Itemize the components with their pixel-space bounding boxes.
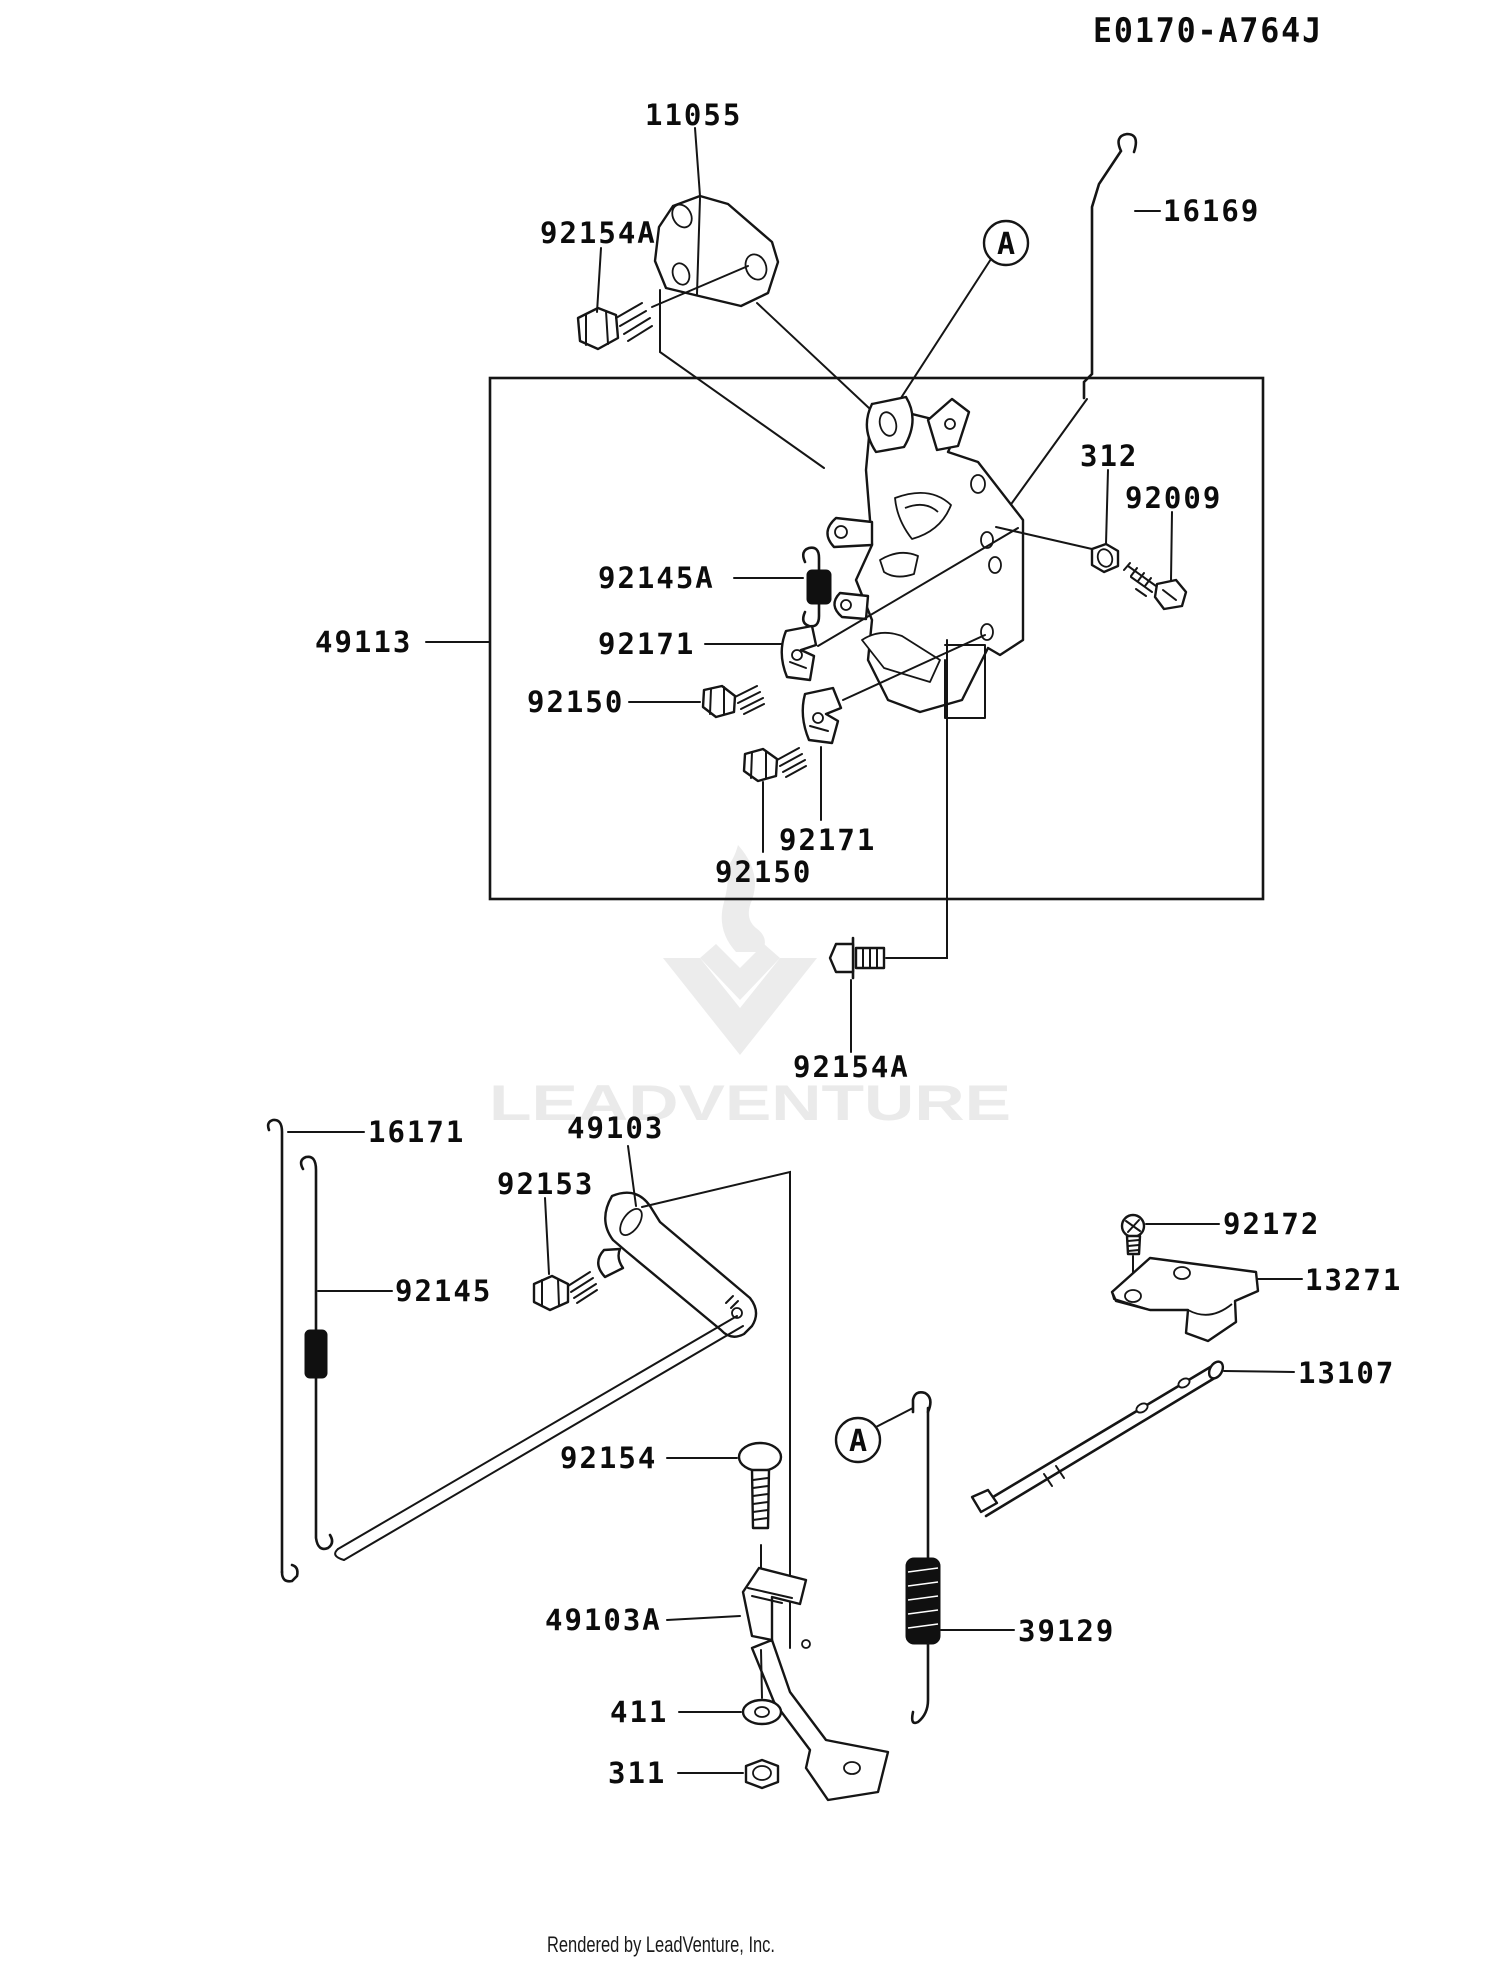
part-92153-bolt: [532, 1271, 598, 1312]
assembly-line-2: [659, 351, 825, 469]
part-39129-spring: [905, 1391, 941, 1725]
svg-text:A: A: [997, 227, 1015, 262]
leader-marker-a-lower: [875, 1407, 914, 1428]
part-49103a-bracket: [741, 1566, 890, 1802]
label-13271: 13271: [1305, 1263, 1402, 1297]
label-92154a-middle: 92154A: [793, 1050, 910, 1084]
part-92150-bolt-2: [742, 747, 807, 783]
leader-marker-a-upper: [887, 258, 992, 419]
label-49113: 49113: [315, 625, 412, 659]
label-92145: 92145: [395, 1274, 492, 1308]
part-16169-wire: [1082, 132, 1138, 400]
leader-13107: [1223, 1370, 1295, 1373]
label-16171: 16171: [368, 1115, 465, 1149]
leader-49103: [627, 1145, 637, 1207]
part-312-nut: [1090, 542, 1120, 574]
leader-92009: [1170, 511, 1173, 581]
label-13107: 13107: [1298, 1356, 1395, 1390]
part-311-nut: [744, 1758, 780, 1790]
part-92154a-bolt-top: [576, 302, 653, 351]
label-92171-1: 92171: [598, 627, 695, 661]
label-49103: 49103: [567, 1111, 664, 1145]
label-311: 311: [608, 1756, 666, 1790]
label-92150-1: 92150: [527, 685, 624, 719]
leader-92154a-top-label: [596, 247, 602, 313]
part-411-washer: [741, 1649, 783, 1726]
label-411: 411: [610, 1695, 668, 1729]
part-92171-clamp-2: [801, 686, 843, 745]
label-92154a-top: 92154A: [540, 216, 657, 250]
leader-clamp1-line: [817, 527, 1019, 647]
label-92154: 92154: [560, 1441, 657, 1475]
leader-plate-to-clamp2: [842, 634, 986, 701]
svg-text:A: A: [849, 1424, 867, 1459]
part-92150-bolt-1: [701, 684, 765, 719]
panel-guide-line: [641, 1170, 791, 1649]
leader-92153: [544, 1197, 550, 1275]
page-title: E0170-A764J: [1093, 11, 1323, 51]
detail-marker-a-upper: A: [982, 219, 1030, 267]
leader-312: [1105, 469, 1109, 545]
leader-11055: [694, 127, 701, 197]
label-92150-2: 92150: [715, 855, 812, 889]
label-92171-2: 92171: [779, 823, 876, 857]
assembly-line-wire: [1003, 398, 1088, 515]
part-49103-link-rod: [334, 1315, 744, 1561]
label-39129: 39129: [1018, 1614, 1115, 1648]
part-13271-plate: [1110, 1256, 1260, 1343]
leader-92154a-middle: [885, 639, 948, 959]
part-49103-lever: [597, 1191, 758, 1338]
watermark-text: LEADVENTURE: [489, 1075, 1011, 1131]
part-13107-rod: [970, 1360, 1225, 1518]
label-92153: 92153: [497, 1167, 594, 1201]
leader-92154a-top: [651, 265, 749, 308]
part-11055-bracket: [653, 194, 780, 308]
label-92145a: 92145A: [598, 561, 715, 595]
label-16169: 16169: [1163, 194, 1260, 228]
label-92172: 92172: [1223, 1207, 1320, 1241]
part-92154a-bolt-middle: [828, 936, 886, 980]
assembly-box-49113: [488, 376, 1265, 901]
part-16171-rod: [266, 1118, 299, 1583]
detail-marker-a-lower: A: [834, 1416, 882, 1464]
label-312: 312: [1080, 439, 1138, 473]
label-49103a: 49103A: [545, 1603, 662, 1637]
part-92172-screw: [1120, 1213, 1146, 1256]
part-92171-clamp-1: [780, 624, 818, 682]
part-92009-screw: [1123, 562, 1188, 611]
part-92145-spring: [299, 1155, 334, 1551]
part-92154-bolt: [737, 1441, 783, 1530]
label-92009: 92009: [1125, 481, 1222, 515]
label-11055: 11055: [645, 98, 742, 132]
part-control-bracket-assembly: [826, 395, 1025, 719]
leader-312-line: [995, 526, 1093, 550]
part-92145a-spring: [801, 546, 832, 628]
assembly-line-3: [756, 302, 887, 425]
leader-49103a: [666, 1615, 741, 1621]
footer-credit: Rendered by LeadVenture, Inc.: [547, 1932, 775, 1957]
